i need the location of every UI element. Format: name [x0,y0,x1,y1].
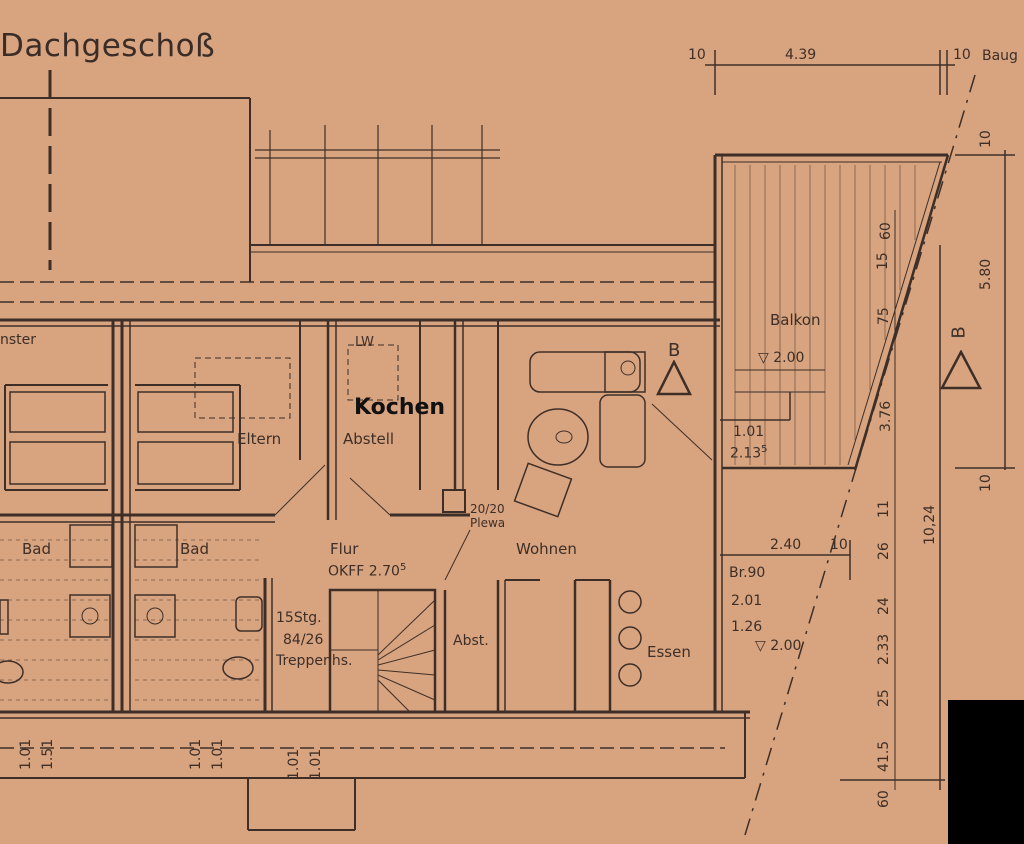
vdim-25: 25 [876,689,892,707]
section-marker-right-icon [940,350,982,390]
vdim-75: 75 [876,307,892,325]
room-label-treppenhaus: Treppenhs. [276,653,353,669]
room-label-fenster: nster [0,332,37,348]
room-label-plewa: Plewa [470,516,506,530]
room-label-balkon: Balkon [770,311,821,329]
section-mark-right-letter: B [948,326,970,339]
dim-240: 2.40 [770,537,802,553]
vdim-580: 5.80 [978,258,994,290]
bottom-dim-151: 1.51 [40,738,56,770]
black-corner-block [948,700,1024,844]
plewa-dimension: 20/20 [470,502,505,516]
vdim-415: 41.5 [876,740,892,772]
bottom-dim-101-e: 1.01 [308,748,324,780]
room-label-essen: Essen [647,643,691,661]
vdim-233: 2.33 [876,633,892,665]
bottom-dim-101-a: 1.01 [18,738,34,770]
dim-126: 1.26 [731,619,763,635]
drawing-title: Dachgeschoß [0,28,216,64]
bauglinie-label: Baug [982,48,1018,64]
vdim-26: 26 [876,542,892,560]
vdim-376: 3.76 [878,400,894,432]
vdim-10-bottom: 10 [978,474,994,492]
room-label-abst: Abst. [453,633,489,649]
room-label-kochen: Kochen [354,395,446,420]
vdim-1024: 10,24 [922,504,938,545]
vdim-60-bottom: 60 [876,790,892,808]
dim-213: 2.135 [730,444,768,462]
balkon-level: ▽ 2.00 [758,350,805,366]
vdim-11: 11 [876,500,892,518]
dim-br90: Br.90 [729,565,766,581]
room-label-abstell: Abstell [343,430,395,448]
dim-top-10-left: 10 [688,47,706,63]
vdim-15: 15 [875,252,891,270]
stairs-ratio: 84/26 [283,632,324,648]
room-label-bad-left: Bad [22,540,52,558]
room-label-wohnen: Wohnen [516,540,577,558]
floor-level-okff: OKFF 2.705 [328,562,407,580]
dim-101: 1.01 [733,424,765,440]
vdim-60-top: 60 [878,222,894,240]
room-label-lw: LW [355,335,374,350]
room-label-bad-right: Bad [180,540,210,558]
room-label-eltern: Eltern [237,430,282,448]
vdim-24: 24 [876,597,892,615]
stairs-count: 15Stg. [276,610,322,626]
dim-top-439: 4.39 [785,47,817,63]
section-marker-left-icon [656,360,692,396]
bottom-dim-101-b: 1.01 [188,738,204,770]
vdim-10-top: 10 [978,130,994,148]
dim-10-mid: 10 [830,537,848,553]
room-label-flur: Flur [330,540,359,558]
bottom-dim-101-d: 1.01 [286,748,302,780]
dim-201: 2.01 [731,593,763,609]
bottom-dim-101-c: 1.01 [210,738,226,770]
section-mark-left-letter: B [668,340,681,361]
dim-top-10-right: 10 [953,47,971,63]
essen-level: ▽ 2.00 [755,638,802,654]
